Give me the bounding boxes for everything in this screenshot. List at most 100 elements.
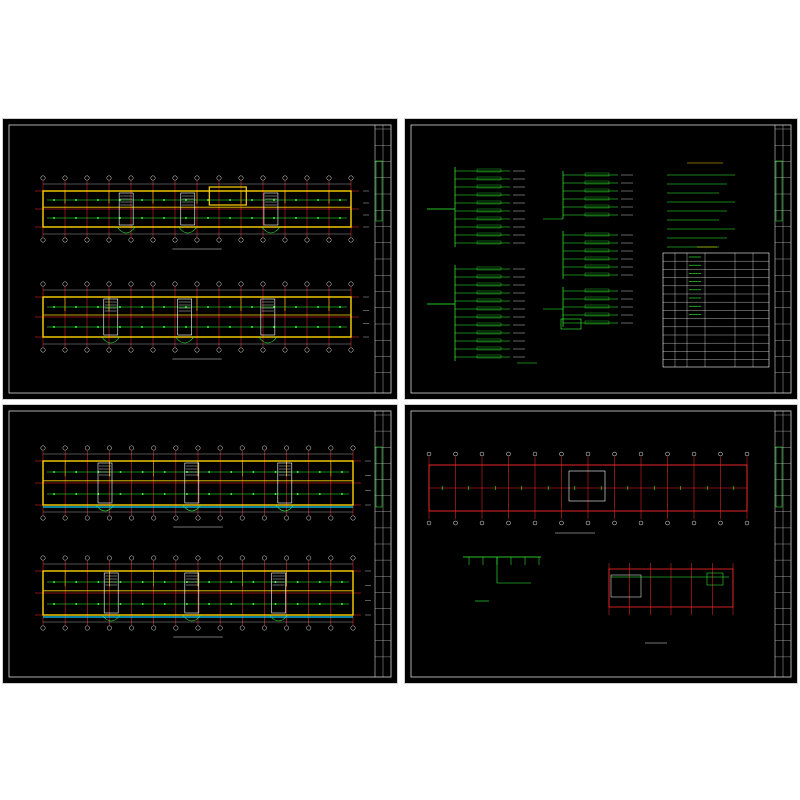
circuit-breaker [476,298,502,303]
circuit-breaker [476,354,502,359]
light-fixture [141,199,143,201]
axis-bubble [328,515,334,521]
axis-bubble [260,281,266,287]
light-fixture [296,581,299,583]
axis-bubble [282,281,288,287]
axis-bubble [194,237,200,243]
axis-bubble [744,451,750,457]
axis-bubble [129,445,135,451]
stair-core [118,192,134,226]
axis-bubble [284,555,290,561]
axis-bubble [261,445,267,451]
light-fixture [229,326,231,328]
door-swing [269,614,288,622]
axis-bubble [239,625,245,631]
axis-bubble [106,237,112,243]
light-fixture [230,471,233,473]
light-fixture [273,217,275,219]
axis-bubble [216,175,222,181]
axis-bubble [172,237,178,243]
axis-bubble [194,175,200,181]
axis-bubble [304,281,310,287]
axis-bubble [348,237,354,243]
light-fixture [273,326,275,328]
light-fixture [185,217,187,219]
axis-bubble [260,175,266,181]
drawing-sheet-floor-plans-2[interactable] [2,404,398,684]
light-fixture [318,581,321,583]
light-fixture [340,603,343,605]
axis-bubble [328,445,334,451]
axis-bubble [328,555,334,561]
floor-plans-2-drawing [8,410,392,678]
axis-bubble [150,281,156,287]
axis-bubble [106,515,112,521]
axis-bubble [612,451,617,457]
light-fixture [295,326,297,328]
axis-bubble [173,445,179,451]
circuit-breaker [584,204,610,209]
axis-bubble [62,175,68,181]
title-block-stamp [375,446,383,508]
circuit-breaker [476,176,502,181]
light-fixture [185,493,188,495]
drawing-sheet-roof-plan[interactable] [404,404,798,684]
circuit-breaker [476,322,502,327]
light-fixture [119,493,122,495]
axis-bubble [718,520,723,526]
axis-bubble [128,175,134,181]
axis-bubble [261,555,267,561]
circuit-breaker [584,172,610,177]
light-fixture [53,603,56,605]
circuit-breaker [476,232,502,237]
axis-bubble [40,347,46,353]
axis-bubble [479,451,485,457]
axis-bubble [426,520,432,526]
axis-bubble [718,451,723,457]
axis-bubble [129,625,135,631]
axis-bubble [239,555,245,561]
light-fixture [317,199,319,201]
light-fixture [97,493,100,495]
axis-bubble [195,625,201,631]
circuit-breaker [476,208,502,213]
light-fixture [53,199,55,201]
light-fixture [185,326,187,328]
light-fixture [207,217,209,219]
axis-bubble [195,555,201,561]
axis-bubble [665,520,670,526]
door-swing [178,226,197,234]
axis-bubble [129,515,135,521]
light-fixture [339,199,341,201]
light-fixture [75,603,78,605]
title-block-stamp [775,160,783,222]
light-fixture [252,603,255,605]
axis-bubble [350,625,356,631]
axis-bubble [150,175,156,181]
light-fixture [318,471,321,473]
axis-bubble [238,347,244,353]
light-fixture [97,199,99,201]
axis-bubble [282,237,288,243]
light-fixture [296,603,299,605]
light-fixture [252,493,255,495]
axis-bubble [348,347,354,353]
drawing-sheet-floor-plans-1[interactable] [2,118,398,400]
drawing-sheet-system-diagram[interactable] [404,118,798,400]
axis-bubble [238,237,244,243]
light-fixture [229,199,231,201]
meter-box [560,318,582,330]
axis-bubble [348,281,354,287]
door-swing [258,336,278,344]
axis-bubble [261,515,267,521]
light-fixture [274,603,277,605]
light-fixture [185,603,188,605]
door-swing [261,226,281,234]
partial-plan-room [610,574,642,598]
light-fixture [207,326,209,328]
system-diagram-drawing [410,124,792,394]
axis-bubble [195,445,201,451]
light-fixture [119,326,121,328]
circuit-breaker [584,180,610,185]
light-fixture [273,199,275,201]
